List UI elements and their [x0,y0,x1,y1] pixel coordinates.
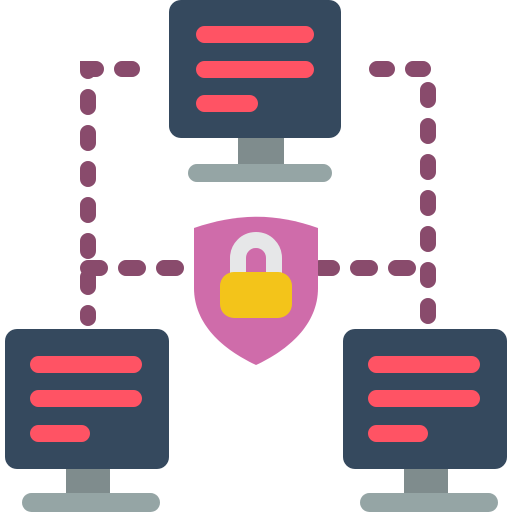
computer-left-icon [5,329,169,512]
monitor-base [188,164,332,182]
lock-shackle-icon [230,231,282,280]
text-line [30,425,90,442]
monitor-base [360,493,498,512]
connector-top-left [80,61,140,326]
text-line [196,61,314,78]
computer-right-icon [343,329,507,512]
monitor-base [22,493,160,512]
connector-top-right [369,61,436,326]
text-line [368,356,480,373]
lock-body-icon [220,272,292,318]
monitor-stand [66,466,110,496]
text-line [196,95,258,112]
text-line [368,425,428,442]
network-connector-icon [80,61,436,326]
monitor-stand [238,136,284,166]
text-line [196,26,314,43]
text-line [30,390,142,407]
shield-lock-icon [194,216,318,365]
computer-top-icon [169,0,341,182]
monitor-stand [404,466,448,496]
text-line [30,356,142,373]
text-line [368,390,480,407]
